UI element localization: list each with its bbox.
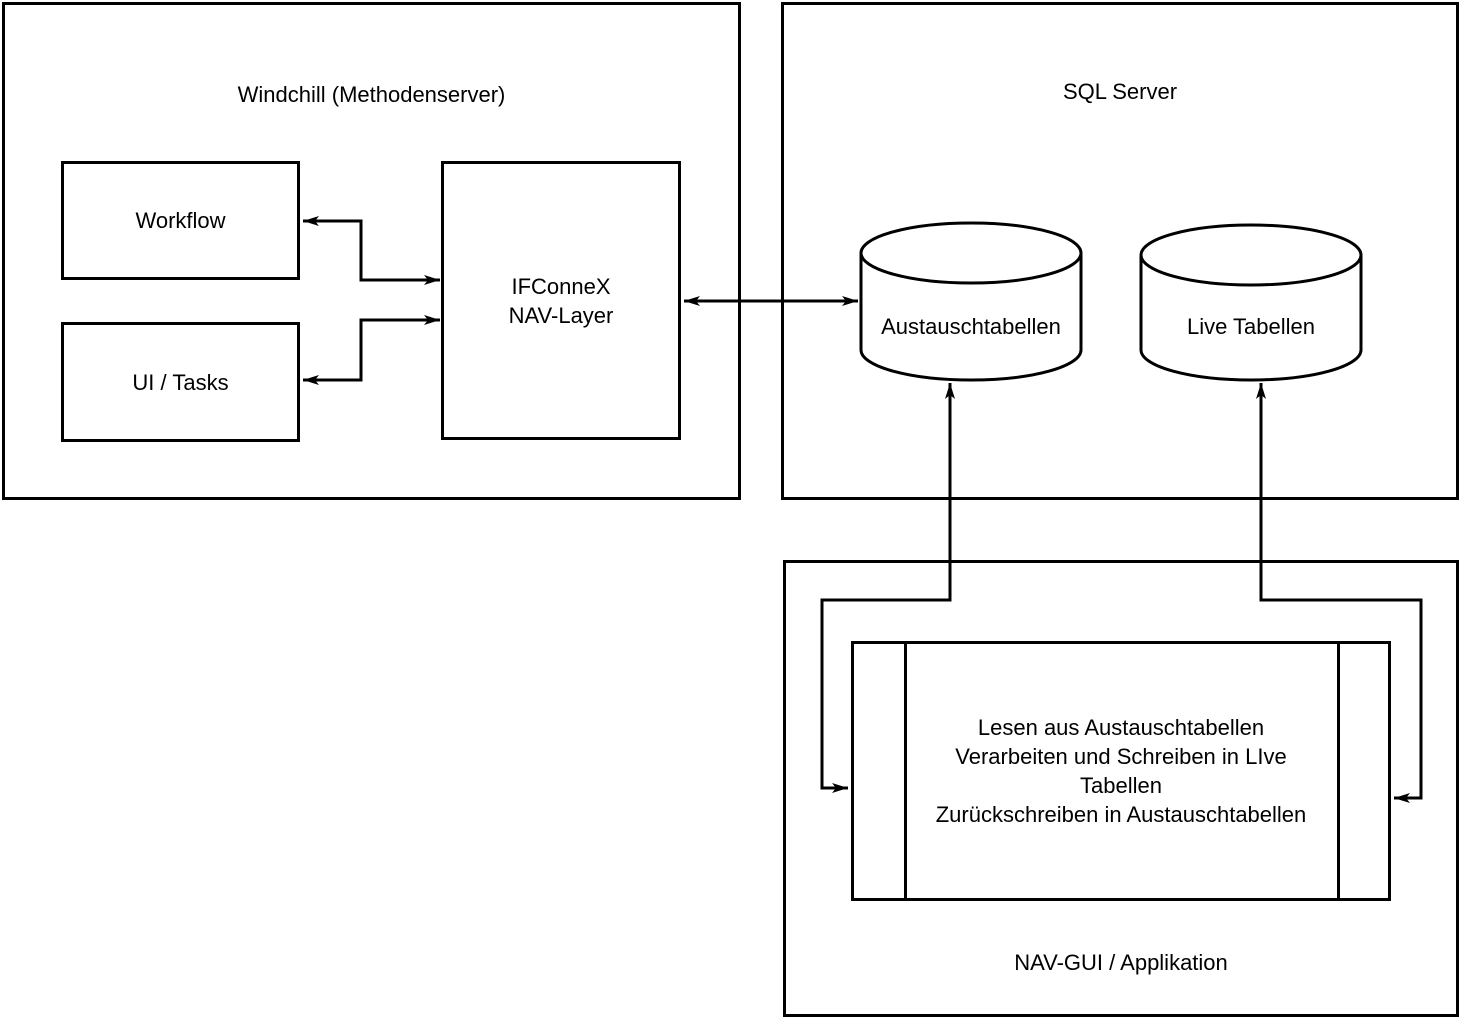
sql-server-container-title: SQL Server [1062, 79, 1178, 104]
live-tabellen-cylinder-label: Live Tabellen [1186, 314, 1316, 339]
nav-gui-container-title: NAV-GUI / Applikation [1014, 950, 1228, 975]
nav-process-node: Lesen aus Austauschtabellen Verarbeiten … [851, 641, 1391, 901]
nav-process-right-strip-divider [1337, 641, 1340, 901]
ifconnex-nav-layer-node-label: IFConneX NAV-Layer [508, 273, 614, 328]
sql-server-container-box [781, 2, 1459, 500]
workflow-node: Workflow [61, 161, 300, 280]
ui-tasks-node: UI / Tasks [61, 322, 300, 442]
nav-process-node-label: Lesen aus Austauschtabellen Verarbeiten … [935, 715, 1307, 827]
windchill-container-title: Windchill (Methodenserver) [237, 82, 506, 107]
ui-tasks-node-label: UI / Tasks [132, 369, 229, 395]
austauschtabellen-cylinder-label: Austauschtabellen [881, 314, 1061, 339]
nav-process-left-strip-divider [904, 641, 907, 901]
ifconnex-nav-layer-node: IFConneX NAV-Layer [441, 161, 681, 440]
workflow-node-label: Workflow [135, 208, 226, 233]
